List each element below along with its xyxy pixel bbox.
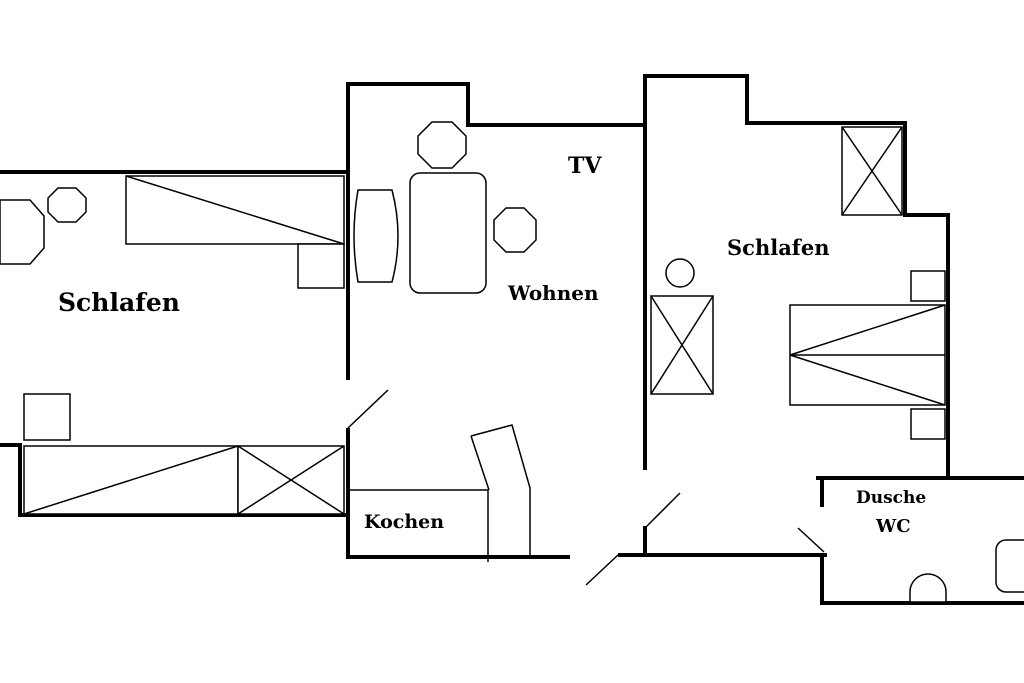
room-label-bath-line1: Dusche — [856, 488, 927, 508]
wardrobe-icon — [237, 445, 345, 515]
wall-left-bottom — [0, 443, 350, 517]
stool-icon — [47, 187, 87, 223]
left-bedroom-furniture — [0, 175, 345, 515]
kitchen-counter-angled — [470, 435, 490, 491]
sofa-icon — [353, 189, 399, 283]
room-label-bath-line2: WC — [876, 516, 911, 537]
toilet-icon — [909, 573, 947, 603]
walls — [0, 74, 1024, 605]
nightstand-icon — [910, 270, 946, 302]
door-living — [347, 389, 389, 429]
bed-icon — [789, 304, 946, 406]
chair-icon — [417, 121, 467, 169]
shower-tray-icon — [995, 539, 1024, 593]
armchair-icon — [0, 199, 45, 265]
wall-living-top — [346, 82, 647, 380]
tv-label: TV — [568, 153, 602, 179]
room-label-right-bedroom: Schlafen — [727, 235, 830, 260]
bed-icon — [23, 445, 239, 515]
door-entrance — [585, 554, 619, 586]
wall-kitchen — [346, 428, 570, 559]
living-room-furniture — [353, 121, 537, 294]
room-label-living: Wohnen — [508, 281, 599, 305]
wardrobe-icon — [841, 126, 903, 216]
nightstand-icon — [910, 408, 946, 440]
room-label-left-bedroom: Schlafen — [58, 288, 180, 317]
stool-icon — [665, 258, 695, 288]
bed-icon — [125, 175, 345, 245]
door-bath — [797, 527, 825, 553]
right-bedroom-furniture — [650, 126, 946, 440]
nightstand-icon — [297, 243, 345, 289]
wall-bath-bottom — [820, 553, 1024, 605]
door-right-bedroom — [644, 492, 681, 529]
kitchen-furniture — [350, 424, 531, 562]
nightstand-icon — [23, 393, 71, 441]
room-label-kitchen: Kochen — [364, 511, 445, 533]
bathroom-fixtures — [909, 539, 1024, 603]
doors — [347, 389, 825, 586]
kitchen-counter-angled — [470, 424, 531, 556]
table-icon — [409, 172, 487, 294]
chair-icon — [493, 207, 537, 253]
wardrobe-icon — [650, 295, 714, 395]
wall-right-bedroom — [643, 74, 950, 480]
